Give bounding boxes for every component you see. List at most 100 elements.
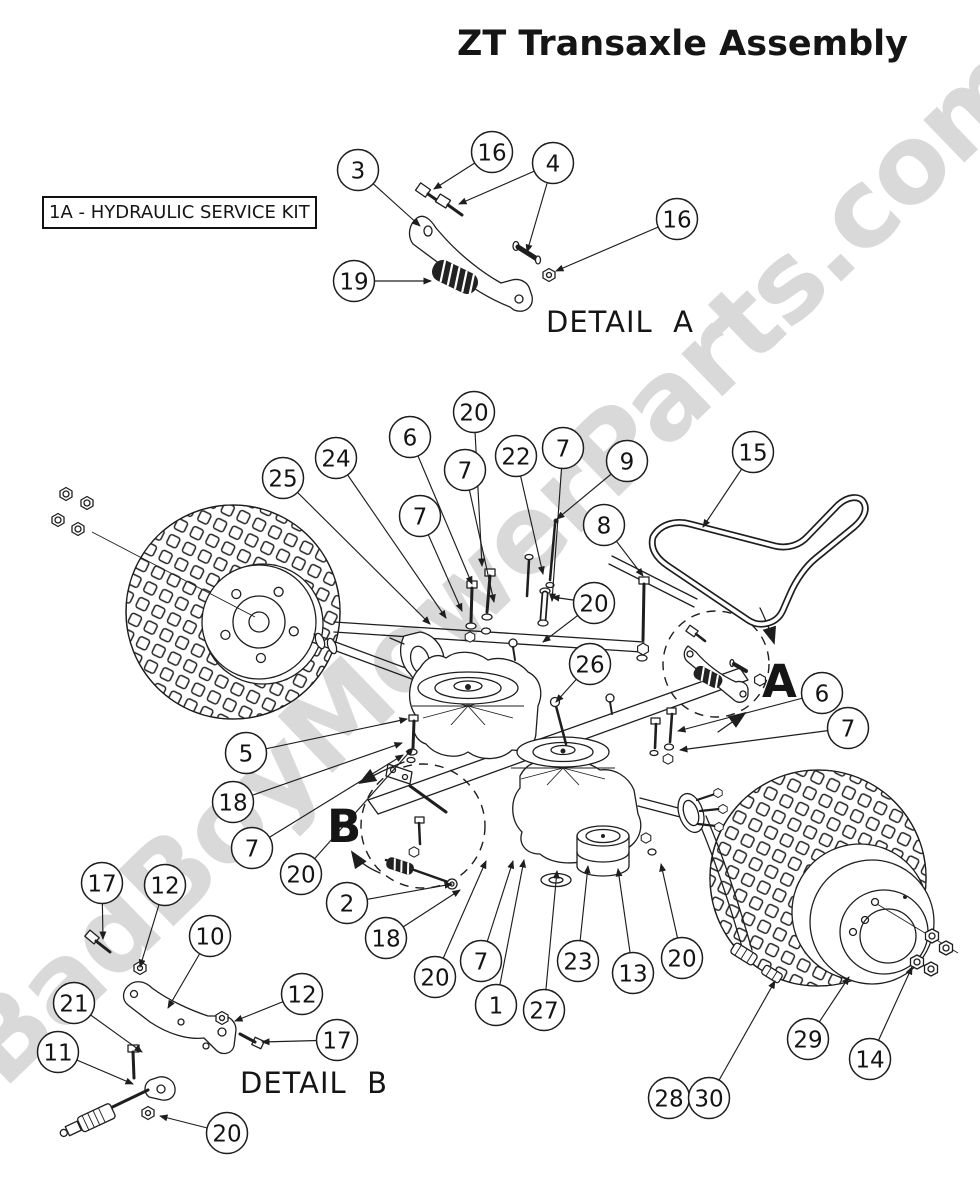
callout-14 [848,1037,892,1081]
callout-number: 14 [855,1047,884,1073]
callout-7 [541,426,585,470]
callout-19 [332,259,376,303]
rod-damper [59,1103,116,1138]
callout-number: 20 [212,1121,241,1147]
detail-a-assembly [408,182,556,312]
callout-5 [224,731,268,775]
callout-number: 18 [218,790,247,816]
callout-number: 13 [618,961,647,987]
leader-line [543,870,560,1011]
callout-20 [413,955,457,999]
callout-20 [205,1111,249,1155]
right-lug-nuts [909,928,954,977]
callout-8 [582,503,626,547]
callout-number: 6 [403,425,418,451]
callout-number: 20 [459,400,488,426]
callout-number: 7 [556,436,571,462]
leader-line [679,727,849,753]
callout-number: 10 [195,924,224,950]
left-transaxle [409,651,542,760]
callout-6 [388,415,432,459]
drive-belt [648,494,869,628]
callout-number: 9 [620,449,635,475]
callout-number: 7 [245,836,260,862]
callout-20 [452,390,496,434]
callout-7 [443,448,487,492]
right-tire [709,769,959,987]
callout-number: 28 [654,1086,683,1112]
callout-7 [826,706,870,750]
callout-2 [325,881,369,925]
callout-number: 7 [841,716,856,742]
leader-line [245,717,408,754]
callout-number: 30 [694,1086,723,1112]
callout-number: 5 [239,741,254,767]
callout-number: 22 [501,444,530,470]
leader-line [549,447,564,602]
callout-number: 15 [738,440,767,466]
callout-number: 7 [413,504,428,530]
hydraulic-service-kit-label: 1A - HYDRAULIC SERVICE KIT [42,196,317,229]
callout-number: 20 [420,965,449,991]
callout-number: 23 [563,949,592,975]
leader-line [282,477,431,625]
callout-number: 27 [529,998,558,1024]
callout-17 [80,861,124,905]
callout-17 [315,1018,359,1062]
callout-number: 17 [322,1028,351,1054]
callout-3 [336,148,380,192]
callout-26 [568,642,612,686]
leader-line [464,469,496,603]
callout-16 [655,197,699,241]
callout-number: 7 [474,949,489,975]
callout-number: 24 [321,446,350,472]
callout-27 [522,988,566,1032]
callout-number: 12 [287,982,316,1008]
leader-line [708,980,776,1099]
detail-b-assembly [59,929,265,1138]
callout-12 [280,972,324,1016]
callout-number: 26 [575,652,604,678]
callout-15 [731,430,775,474]
axle-hub-flange [637,787,728,834]
callout-number: 7 [458,458,473,484]
callout-number: 20 [579,591,608,617]
callout-10 [188,914,232,958]
callout-9 [605,439,649,483]
callout-number: 20 [286,862,315,888]
detail-b-caption: DETAIL B [240,1066,388,1100]
leader-line [335,457,447,619]
leader-line [300,747,414,875]
view-b-letter: B [327,800,362,853]
callout-number: 18 [371,926,400,952]
view-a-letter: A [762,655,797,708]
callout-number: 6 [815,681,830,707]
callout-20 [279,852,323,896]
leader-line [232,742,403,803]
callout-number: 19 [339,269,368,295]
callout-number: 25 [268,466,297,492]
callout-11 [36,1030,80,1074]
oil-filter [576,825,630,877]
view-b-reference [350,761,486,890]
leader-line [251,754,404,849]
callout-25 [261,456,305,500]
callout-20 [572,581,616,625]
view-a-reference [662,607,776,733]
callout-number: 3 [351,158,366,184]
callout-number: 1 [489,993,504,1019]
leader-line [555,218,678,272]
leader-line [495,859,527,1006]
callout-22 [494,434,538,478]
callout-number: 8 [597,513,612,539]
callout-12 [143,863,187,907]
callout-number: 16 [477,140,506,166]
callout-24 [314,436,358,480]
callout-number: 11 [43,1040,72,1066]
callout-7 [398,494,442,538]
left-lug-nuts [51,486,94,537]
callout-18 [211,780,255,824]
